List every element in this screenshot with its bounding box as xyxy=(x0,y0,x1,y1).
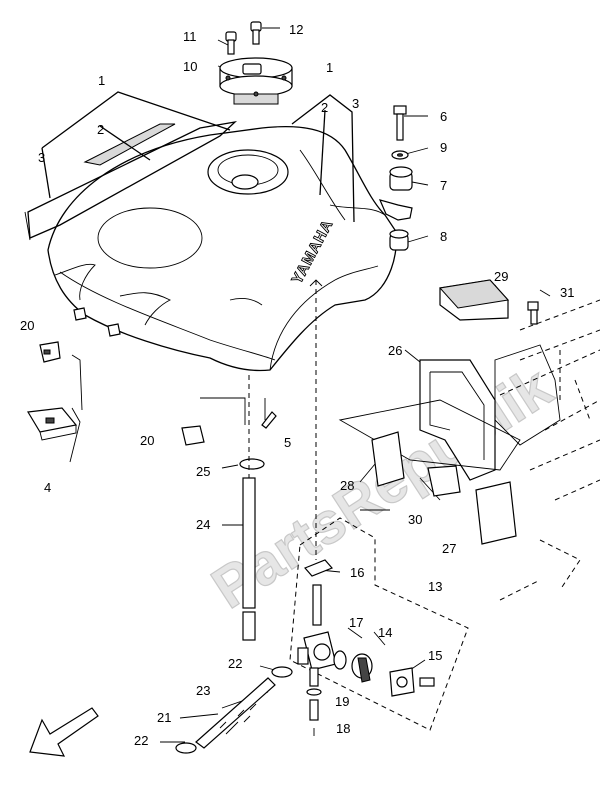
callout-26: 26 xyxy=(388,343,402,358)
callout-4: 4 xyxy=(44,480,51,495)
hose-24 xyxy=(242,477,256,641)
callout-13: 13 xyxy=(428,579,442,594)
cap-bolt-12 xyxy=(250,21,262,45)
callout-2b: 2 xyxy=(321,100,328,115)
clip-20-center xyxy=(181,425,205,446)
callout-6: 6 xyxy=(440,109,447,124)
callout-9: 9 xyxy=(440,140,447,155)
clamp-25 xyxy=(239,458,265,470)
callout-19: 19 xyxy=(335,694,349,709)
callout-29: 29 xyxy=(494,269,508,284)
stripe-decal xyxy=(83,123,176,166)
callout-17: 17 xyxy=(349,615,363,630)
callout-8: 8 xyxy=(440,229,447,244)
leader-lines xyxy=(41,27,551,743)
fuel-tank: YAMAHA xyxy=(24,120,413,372)
callout-24: 24 xyxy=(196,517,210,532)
drain-screw-18 xyxy=(309,699,319,721)
damper-7 xyxy=(389,166,413,191)
callout-28: 28 xyxy=(340,478,354,493)
callout-3a: 3 xyxy=(38,150,45,165)
callout-1b: 1 xyxy=(326,60,333,75)
frame-outline xyxy=(494,299,600,601)
pad-30 xyxy=(427,465,461,497)
callout-labels: 1 2 3 1 2 3 4 5 6 7 8 9 10 11 12 13 14 1… xyxy=(20,22,574,748)
callout-2a: 2 xyxy=(97,122,104,137)
seal-17 xyxy=(333,650,347,670)
filler-opening xyxy=(207,149,289,195)
damper-8 xyxy=(389,229,409,251)
bracket-26 xyxy=(419,359,496,481)
bracket-4 xyxy=(27,407,78,441)
clip-20-left xyxy=(39,341,61,363)
clamp-22-upper xyxy=(271,666,293,678)
pad-29 xyxy=(439,279,509,321)
plate-and-screw-15 xyxy=(389,667,435,697)
drain-hose-21 xyxy=(195,677,276,749)
lever-14 xyxy=(351,653,373,683)
tank-brand: YAMAHA xyxy=(289,217,337,287)
callout-14: 14 xyxy=(378,625,392,640)
washer-19 xyxy=(306,688,322,696)
pin-5 xyxy=(261,411,277,429)
fuel-cock xyxy=(297,584,337,687)
callout-22a: 22 xyxy=(228,656,242,671)
bolt-6 xyxy=(393,105,407,141)
callout-20a: 20 xyxy=(20,318,34,333)
callout-1a: 1 xyxy=(98,73,105,88)
hose-clip-16 xyxy=(303,559,334,577)
fuel-cap-assembly xyxy=(219,57,293,105)
callout-12: 12 xyxy=(289,22,303,37)
callout-20b: 20 xyxy=(140,433,154,448)
front-direction-arrow xyxy=(29,707,99,757)
callout-10: 10 xyxy=(183,59,197,74)
callout-25: 25 xyxy=(196,464,210,479)
callout-18: 18 xyxy=(336,721,350,736)
callout-30: 30 xyxy=(408,512,422,527)
callout-21: 21 xyxy=(157,710,171,725)
spring-23 xyxy=(219,703,257,735)
callout-16: 16 xyxy=(350,565,364,580)
callout-7: 7 xyxy=(440,178,447,193)
callout-27: 27 xyxy=(442,541,456,556)
pad-27 xyxy=(475,481,517,545)
clamp-22-lower xyxy=(175,742,197,754)
washer-9 xyxy=(391,150,409,160)
callout-31: 31 xyxy=(560,285,574,300)
callout-15: 15 xyxy=(428,648,442,663)
callout-23: 23 xyxy=(196,683,210,698)
callout-11: 11 xyxy=(183,29,197,44)
rear-mount-bracket xyxy=(378,199,413,221)
bolt-31 xyxy=(527,301,539,325)
callout-5: 5 xyxy=(284,435,291,450)
callout-22b: 22 xyxy=(134,733,148,748)
callout-3b: 3 xyxy=(352,96,359,111)
pad-28 xyxy=(371,431,405,487)
cap-bolt-11 xyxy=(225,31,237,55)
